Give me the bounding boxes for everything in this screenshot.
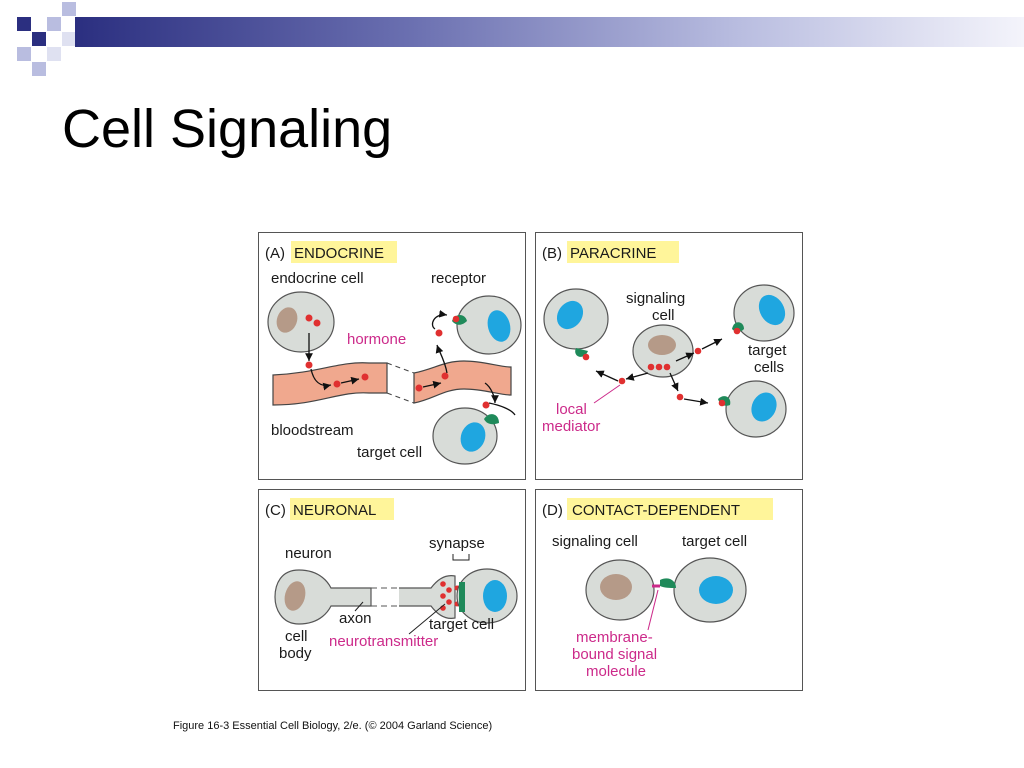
label-target-cell: target cell: [429, 616, 494, 633]
label-cell-body: body: [279, 645, 312, 662]
signaling-cell: [585, 559, 660, 621]
label-molecule: molecule: [586, 663, 646, 680]
label-neuron: neuron: [285, 545, 332, 562]
target-cell-upper: [452, 295, 522, 355]
label-signaling-cell: signaling cell: [552, 533, 638, 550]
label-target-cells: cells: [754, 359, 784, 376]
label-receptor: receptor: [431, 270, 486, 287]
target-cell-bottom-right: [718, 380, 787, 438]
panel-neuronal: (C) NEURONAL neuron synapse: [258, 489, 526, 691]
label-target: target: [748, 342, 787, 359]
label-neurotransmitter: neurotransmitter: [329, 633, 438, 650]
target-cell-left: [543, 288, 609, 357]
label-target-cell: target cell: [357, 444, 422, 461]
panel-d-title: CONTACT-DEPENDENT: [572, 502, 740, 519]
label-axon: axon: [339, 610, 372, 627]
panel-endocrine: (A) ENDOCRINE endocrine cell receptor ho…: [258, 232, 526, 480]
figure-caption: Figure 16-3 Essential Cell Biology, 2/e.…: [173, 720, 493, 732]
target-cell-top-right: [732, 284, 795, 342]
label-signaling: signaling: [626, 290, 685, 307]
panel-a-highlight: [291, 241, 397, 263]
label-hormone: hormone: [347, 331, 406, 348]
label-bound-signal: bound signal: [572, 646, 657, 663]
panel-c-title: NEURONAL: [293, 502, 376, 519]
title-bar-gradient: [75, 17, 1024, 47]
label-local-mediator: mediator: [542, 418, 600, 435]
panel-b-highlight: [567, 241, 679, 263]
label-membrane: membrane-: [576, 629, 653, 646]
label-local: local: [556, 401, 587, 418]
label-target-cell: target cell: [682, 533, 747, 550]
endocrine-cell: [267, 291, 335, 353]
slide-title: Cell Signaling: [62, 99, 393, 159]
target-cell-lower: [432, 407, 499, 465]
panel-c-highlight: [290, 498, 394, 520]
panel-a-title: ENDOCRINE: [294, 245, 384, 262]
label-signaling-cell: cell: [652, 307, 675, 324]
panel-d-letter: (D): [542, 502, 563, 519]
panel-paracrine: (B) PARACRINE signaling cell: [535, 232, 803, 480]
signaling-figure: (A) ENDOCRINE endocrine cell receptor ho…: [258, 232, 804, 692]
panel-a-letter: (A): [265, 245, 285, 262]
signaling-cell: [632, 324, 694, 378]
label-endocrine-cell: endocrine cell: [271, 270, 364, 287]
label-cell: cell: [285, 628, 308, 645]
panel-b-title: PARACRINE: [570, 245, 656, 262]
target-cell: [660, 557, 747, 623]
label-bloodstream: bloodstream: [271, 422, 354, 439]
target-cell: [456, 568, 518, 624]
panel-d-highlight: [567, 498, 773, 520]
panel-c-letter: (C): [265, 502, 286, 519]
panel-contact-dependent: (D) CONTACT-DEPENDENT signaling cell tar…: [535, 489, 803, 691]
label-synapse: synapse: [429, 535, 485, 552]
panel-b-letter: (B): [542, 245, 562, 262]
